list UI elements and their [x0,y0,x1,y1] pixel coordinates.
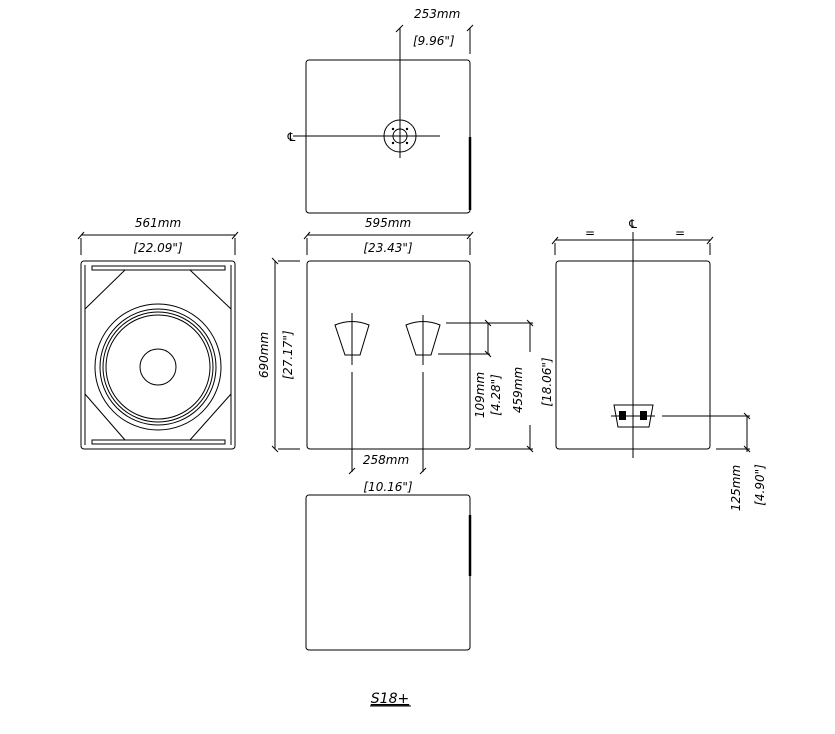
side-centerline-symbol: ℄ [628,217,639,231]
port-right-icon [405,321,441,356]
pole-mount-icon [383,119,417,153]
top-view: ℄ 253mm [9.96"] [286,7,474,214]
equal-mark-left: = [585,226,595,240]
rear-height-mm: 690mm [257,332,271,378]
rear-width-in: [23.43"] [363,241,413,255]
side-view: = = ℄ 125mm [4.90"] [551,217,767,511]
offset-in: [9.96"] [413,34,455,48]
connector-plate-icon [611,404,655,428]
port-height-mm: 109mm [473,372,487,418]
front-view: 561mm [22.09"] [77,216,239,450]
port-top-mm: 459mm [511,367,525,413]
port-spacing-in: [10.16"] [363,480,413,494]
port-spacing-mm: 258mm [363,453,409,467]
front-width-in: [22.09"] [133,241,183,255]
port-top-in: [18.06"] [540,357,554,407]
rear-width-mm: 595mm [365,216,411,230]
rear-height-in: [27.17"] [281,330,295,380]
rear-view: 595mm [23.43"] 690mm [27.17"] 258mm [10.… [257,216,554,494]
woofer-icon [94,303,222,431]
connector-height-mm: 125mm [729,465,743,511]
connector-height-in: [4.90"] [753,464,767,506]
port-height-in: [4.28"] [489,374,503,416]
bottom-view [305,494,472,651]
front-width-mm: 561mm [135,216,181,230]
equal-mark-right: = [675,226,685,240]
port-left-icon [334,321,370,356]
centerline-symbol: ℄ [286,130,297,144]
offset-mm: 253mm [414,7,460,21]
model-title: S18+ [371,691,409,707]
